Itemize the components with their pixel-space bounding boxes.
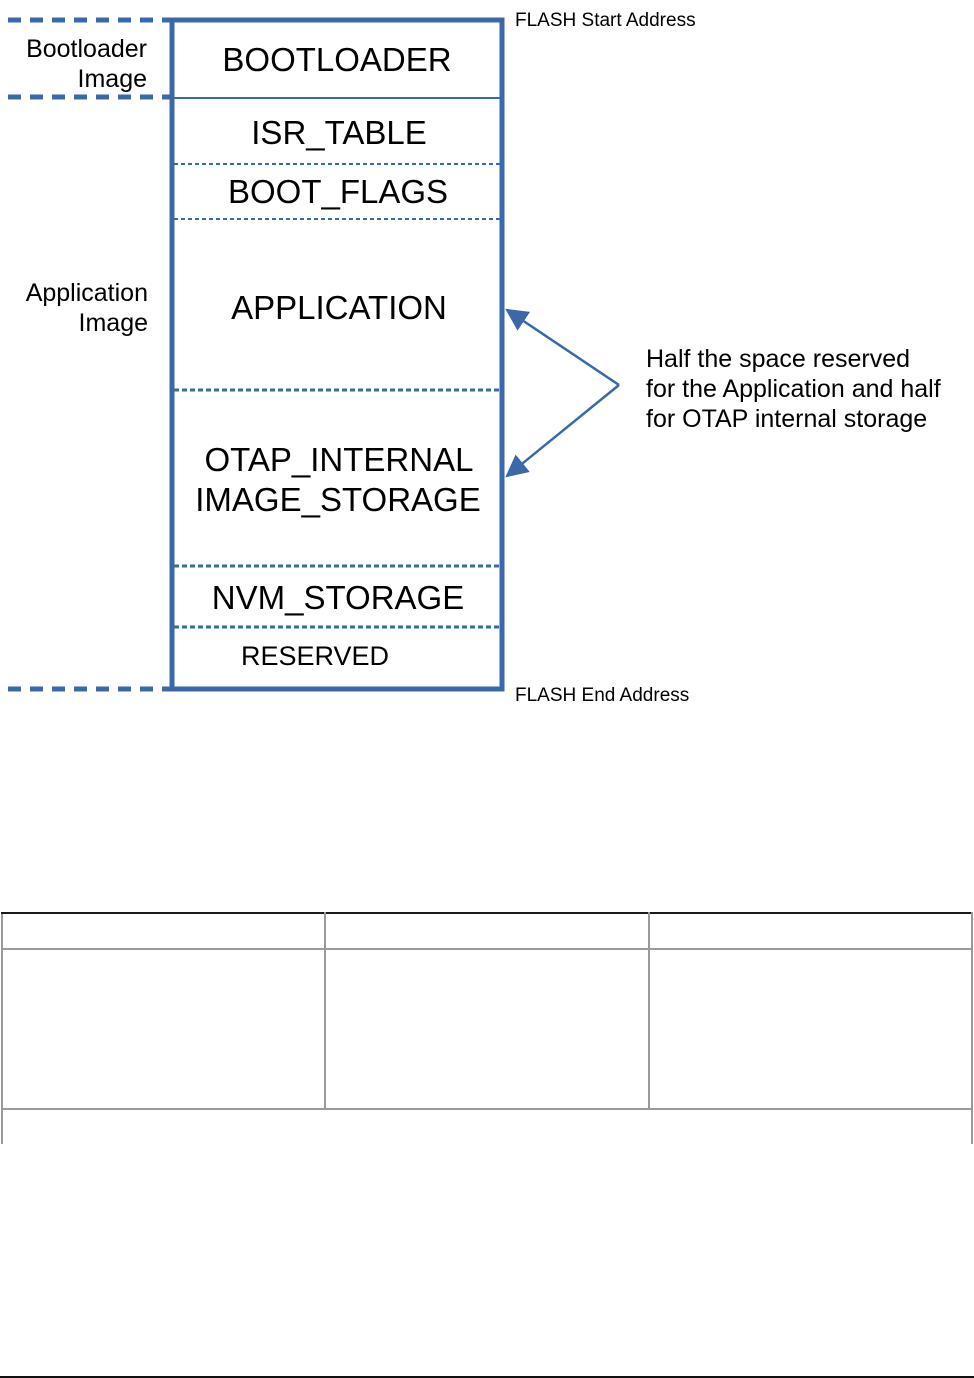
table-cell — [1, 1107, 973, 1144]
segment-boot-flags-label: BOOT_FLAGS — [228, 173, 448, 210]
empty-spec-table — [0, 911, 974, 1144]
memory-map-box — [169, 17, 505, 692]
annotation-line2: for the Application and half — [646, 375, 941, 403]
application-image-label-line1: Application — [26, 279, 148, 307]
segment-isr-table-label: ISR_TABLE — [251, 114, 426, 151]
table-header-row — [0, 911, 974, 951]
annotation-line1: Half the space reserved — [646, 345, 910, 373]
bootloader-image-label-line2: Image — [78, 65, 147, 93]
table-header-cell — [647, 911, 974, 951]
annotation-line3: for OTAP internal storage — [646, 405, 927, 433]
table-header-cell — [324, 911, 650, 951]
segment-nvm-storage-label: NVM_STORAGE — [212, 579, 464, 616]
flash-memory-map-diagram: BOOTLOADER ISR_TABLE BOOT_FLAGS APPLICAT… — [8, 10, 941, 706]
segment-otap-storage-label-line1: OTAP_INTERNAL — [205, 441, 474, 478]
table-header-cell — [0, 911, 327, 951]
arrow-to-application — [505, 308, 620, 387]
segment-otap-storage-label-line2: IMAGE_STORAGE — [195, 481, 480, 518]
segment-application-label: APPLICATION — [231, 289, 447, 326]
flash-start-address-label: FLASH Start Address — [515, 10, 696, 31]
table-cell — [0, 948, 327, 1110]
application-image-label-line2: Image — [79, 309, 148, 337]
table-cell — [647, 948, 974, 1110]
segment-reserved-label: RESERVED — [241, 641, 389, 671]
table-cell — [324, 948, 650, 1110]
page-footer-rule — [0, 1376, 974, 1378]
bootloader-image-label-line1: Bootloader — [26, 35, 147, 63]
flash-end-address-label: FLASH End Address — [515, 685, 689, 706]
table-trailing-row — [1, 1107, 973, 1144]
table-row — [0, 948, 974, 1110]
segment-bootloader-label: BOOTLOADER — [222, 41, 451, 78]
arrow-to-otap-storage — [505, 384, 620, 478]
